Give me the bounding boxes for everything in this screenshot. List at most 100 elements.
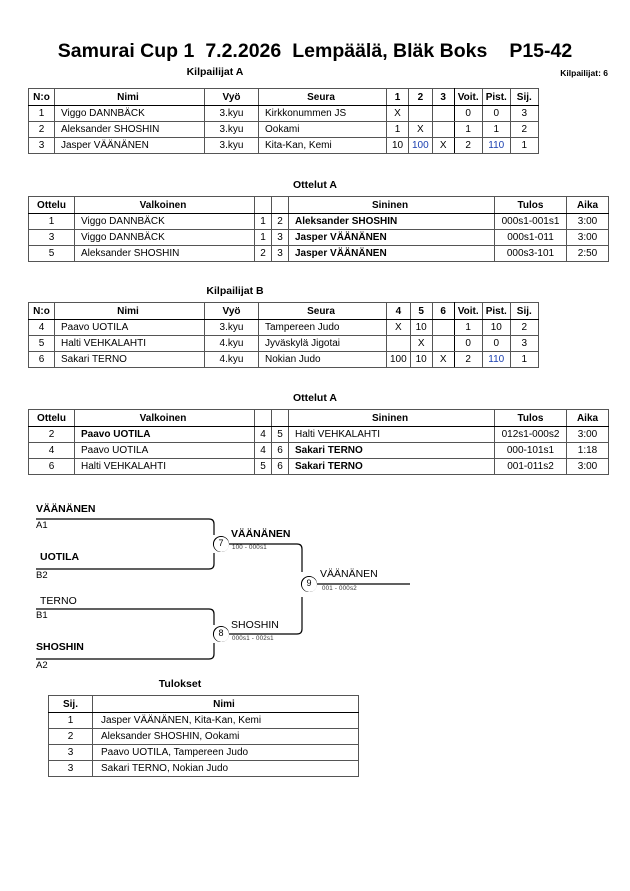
- cell-ottelu: 6: [28, 458, 75, 475]
- cell-sininen: Jasper VÄÄNÄNEN: [288, 229, 495, 246]
- cell-aika: 3:00: [566, 426, 609, 443]
- cell-white-no: 4: [254, 426, 272, 443]
- col-sij: Sij.: [509, 302, 539, 320]
- bracket-match-number-8: 8: [213, 626, 229, 642]
- bracket-semi-winner-8: SHOSHIN: [231, 619, 279, 631]
- cell-vyo: 3.kyu: [204, 319, 259, 336]
- cell-aika: 3:00: [566, 458, 609, 475]
- cell-valkoinen: Paavo UOTILA: [74, 442, 255, 459]
- table-row: 2 Paavo UOTILA 4 5 Halti VEHKALAHTI 012s…: [28, 426, 609, 443]
- cell-ottelu: 2: [28, 426, 75, 443]
- table-header-row: N:o Nimi Vyö Seura 4 5 6 Voit. Pist. Sij…: [28, 302, 539, 320]
- table-header-row: Ottelu Valkoinen Sininen Tulos Aika: [28, 409, 609, 427]
- cell-no: 4: [28, 319, 55, 336]
- cell-blue-no: 2: [271, 213, 289, 230]
- cell-m6: [431, 335, 455, 352]
- cell-voit: 0: [453, 105, 483, 122]
- cell-valkoinen: Viggo DANNBÄCK: [74, 229, 255, 246]
- col-sij: Sij.: [48, 695, 93, 713]
- cell-aika: 2:50: [566, 245, 609, 262]
- col-m6: 6: [431, 302, 455, 320]
- bracket-final-score: 001 - 000s2: [322, 585, 357, 592]
- cell-sininen: Sakari TERNO: [288, 442, 495, 459]
- cell-m6: [431, 319, 455, 336]
- table-row: 2 Aleksander SHOSHIN, Ookami: [48, 728, 359, 745]
- bracket-semi-score-7: 100 - 000s1: [232, 544, 267, 551]
- cell-nimi: Sakari TERNO, Nokian Judo: [92, 760, 359, 777]
- cell-seura: Tampereen Judo: [258, 319, 387, 336]
- cell-pist: 1: [481, 121, 511, 138]
- pool-b-table: N:o Nimi Vyö Seura 4 5 6 Voit. Pist. Sij…: [28, 302, 539, 368]
- cell-valkoinen: Paavo UOTILA: [74, 426, 255, 443]
- cell-nimi: Paavo UOTILA, Tampereen Judo: [92, 744, 359, 761]
- table-row: 1 Viggo DANNBÄCK 1 2 Aleksander SHOSHIN …: [28, 213, 609, 230]
- bracket-match-number-9: 9: [301, 576, 317, 592]
- cell-sininen: Jasper VÄÄNÄNEN: [288, 245, 495, 262]
- col-sininen: Sininen: [288, 196, 495, 214]
- cell-blue-no: 3: [271, 229, 289, 246]
- col-aika: Aika: [566, 196, 609, 214]
- cell-m6: X: [431, 351, 455, 368]
- cell-nimi: Jasper VÄÄNÄNEN, Kita-Kan, Kemi: [92, 712, 359, 729]
- cell-m2: [408, 105, 433, 122]
- cell-vyo: 3.kyu: [204, 137, 259, 154]
- cell-no: 6: [28, 351, 55, 368]
- col-vyo: Vyö: [204, 88, 259, 106]
- cell-pist: 10: [481, 319, 511, 336]
- cell-pist: 0: [481, 335, 511, 352]
- cell-no: 1: [28, 105, 55, 122]
- col-m2: 2: [408, 88, 433, 106]
- cell-sininen: Aleksander SHOSHIN: [288, 213, 495, 230]
- col-pist: Pist.: [481, 88, 511, 106]
- col-valkoinen: Valkoinen: [74, 409, 255, 427]
- cell-no: 5: [28, 335, 55, 352]
- col-nimi: Nimi: [54, 88, 205, 106]
- col-sininen: Sininen: [288, 409, 495, 427]
- cell-m4: 100: [386, 351, 411, 368]
- table-row: 4 Paavo UOTILA 4 6 Sakari TERNO 000-101s…: [28, 442, 609, 459]
- cell-voit: 1: [453, 319, 483, 336]
- cell-ottelu: 1: [28, 213, 75, 230]
- bracket-entry-seed-4: A2: [36, 660, 48, 671]
- table-header-row: N:o Nimi Vyö Seura 1 2 3 Voit. Pist. Sij…: [28, 88, 539, 106]
- cell-seura: Kita-Kan, Kemi: [258, 137, 387, 154]
- cell-seura: Kirkkonummen JS: [258, 105, 387, 122]
- cell-tulos: 000s1-001s1: [494, 213, 567, 230]
- cell-sij: 2: [48, 728, 93, 745]
- title-venue: Lempäälä, Bläk Boks: [292, 40, 488, 62]
- cell-aika: 3:00: [566, 229, 609, 246]
- cell-blue-no: 3: [271, 245, 289, 262]
- col-pist: Pist.: [481, 302, 511, 320]
- cell-ottelu: 5: [28, 245, 75, 262]
- bracket-entry-name-1: VÄÄNÄNEN: [36, 503, 96, 515]
- cell-sij: 3: [48, 760, 93, 777]
- cell-sininen: Halti VEHKALAHTI: [288, 426, 495, 443]
- cell-m4: [386, 335, 411, 352]
- pool-a-table: N:o Nimi Vyö Seura 1 2 3 Voit. Pist. Sij…: [28, 88, 539, 154]
- col-seura: Seura: [258, 88, 387, 106]
- col-m3: 3: [431, 88, 455, 106]
- col-no: N:o: [28, 88, 55, 106]
- cell-valkoinen: Aleksander SHOSHIN: [74, 245, 255, 262]
- cell-m3: [431, 105, 455, 122]
- col-tulos: Tulos: [494, 409, 567, 427]
- cell-no: 2: [28, 121, 55, 138]
- cell-m3: [431, 121, 455, 138]
- cell-seura: Nokian Judo: [258, 351, 387, 368]
- col-seura: Seura: [258, 302, 387, 320]
- cell-nimi: Aleksander SHOSHIN, Ookami: [92, 728, 359, 745]
- cell-pist: 110: [481, 351, 511, 368]
- col-m5: 5: [409, 302, 433, 320]
- table-row: 3 Viggo DANNBÄCK 1 3 Jasper VÄÄNÄNEN 000…: [28, 229, 609, 246]
- matches-b-table: Ottelu Valkoinen Sininen Tulos Aika 2 Pa…: [28, 409, 609, 475]
- cell-sij: 3: [509, 105, 539, 122]
- cell-ottelu: 4: [28, 442, 75, 459]
- cell-white-no: 2: [254, 245, 272, 262]
- table-row: 5 Aleksander SHOSHIN 2 3 Jasper VÄÄNÄNEN…: [28, 245, 609, 262]
- cell-vyo: 3.kyu: [204, 121, 259, 138]
- col-voit: Voit.: [453, 302, 483, 320]
- cell-valkoinen: Halti VEHKALAHTI: [74, 458, 255, 475]
- cell-sij: 2: [509, 319, 539, 336]
- table-row: 6 Sakari TERNO 4.kyu Nokian Judo 100 10 …: [28, 351, 539, 368]
